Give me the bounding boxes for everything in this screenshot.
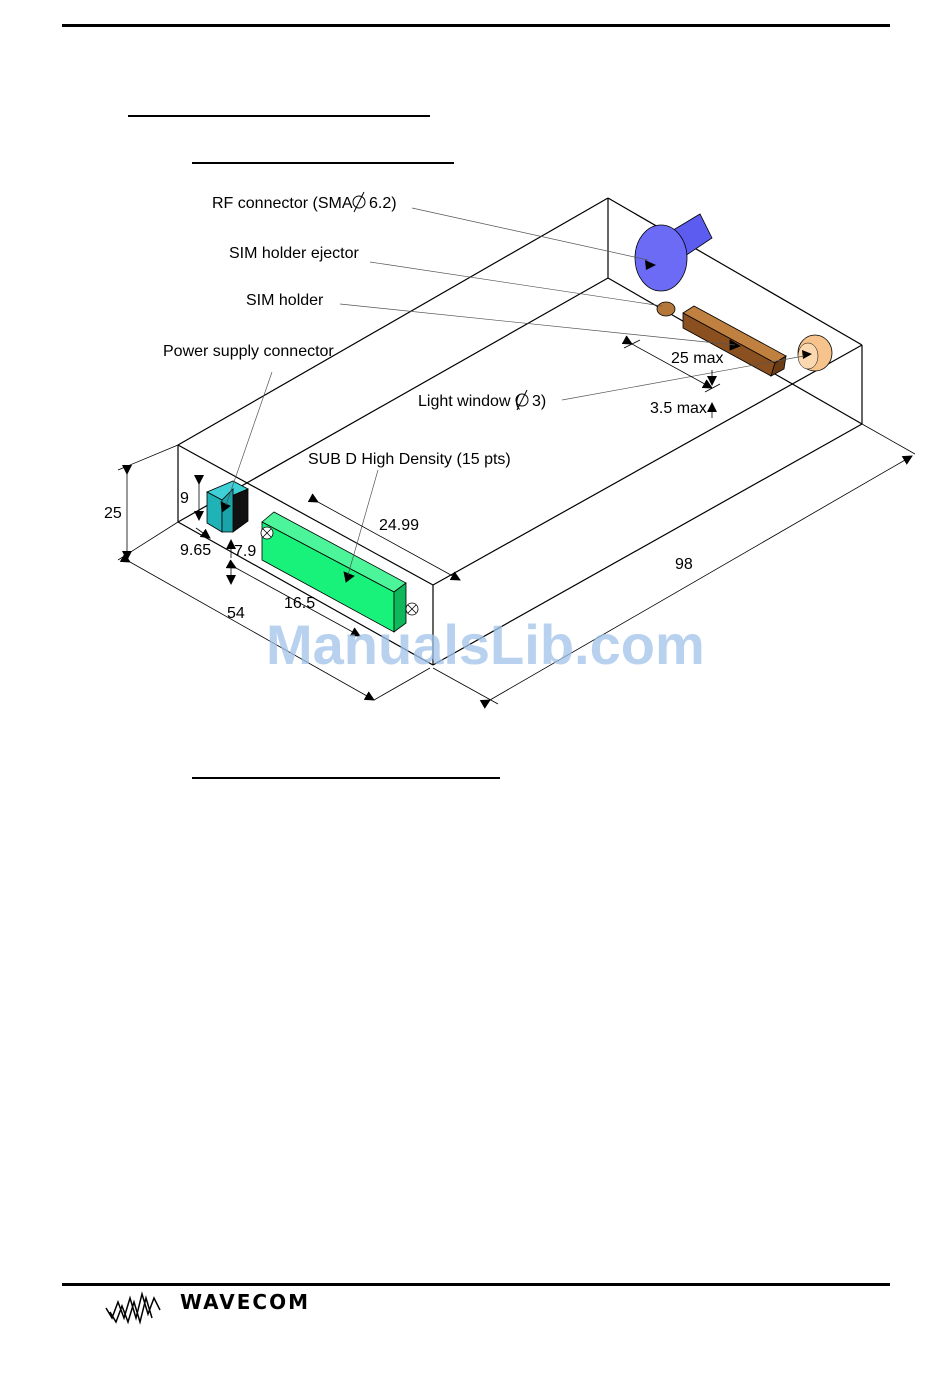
light-window-size: 3) bbox=[532, 393, 546, 410]
sim-length-dimension: 25 max bbox=[671, 350, 723, 367]
rf-connector-label: RF connector (SMA bbox=[212, 195, 353, 212]
bottom-rule bbox=[62, 1283, 890, 1286]
width-dimension: 54 bbox=[227, 605, 245, 622]
diameter-symbol bbox=[353, 192, 365, 212]
rf-connector-size: 6.2) bbox=[369, 195, 397, 212]
power-width-dimension: 7.9 bbox=[234, 543, 256, 560]
light-window-shape bbox=[798, 335, 832, 371]
subd-offset-dimension: 16.5 bbox=[284, 595, 315, 612]
leader-lines bbox=[226, 208, 804, 575]
subd-connector-label: SUB D High Density (15 pts) bbox=[308, 451, 511, 468]
light-window-label: Light window ( bbox=[418, 393, 521, 410]
sim-holder-label: SIM holder bbox=[246, 292, 324, 309]
module-housing-outline bbox=[178, 198, 862, 665]
power-offset-dimension: 9.65 bbox=[180, 542, 211, 559]
subd-length-dimension: 24.99 bbox=[379, 517, 419, 534]
length-dimension: 98 bbox=[675, 556, 693, 573]
power-supply-connector-label: Power supply connector bbox=[163, 343, 334, 360]
power-height-dimension: 9 bbox=[180, 490, 189, 507]
height-dimension: 25 bbox=[104, 505, 122, 522]
rf-connector-shape bbox=[635, 214, 712, 291]
wavecom-logo-text: WAVECOM bbox=[180, 1290, 310, 1314]
sim-holder-ejector-label: SIM holder ejector bbox=[229, 245, 360, 262]
power-connector-shape bbox=[207, 481, 248, 532]
sim-ejector-shape bbox=[657, 302, 675, 316]
watermark: ManualsLib.com bbox=[266, 613, 705, 676]
sim-height-dimension: 3.5 max bbox=[650, 400, 707, 417]
